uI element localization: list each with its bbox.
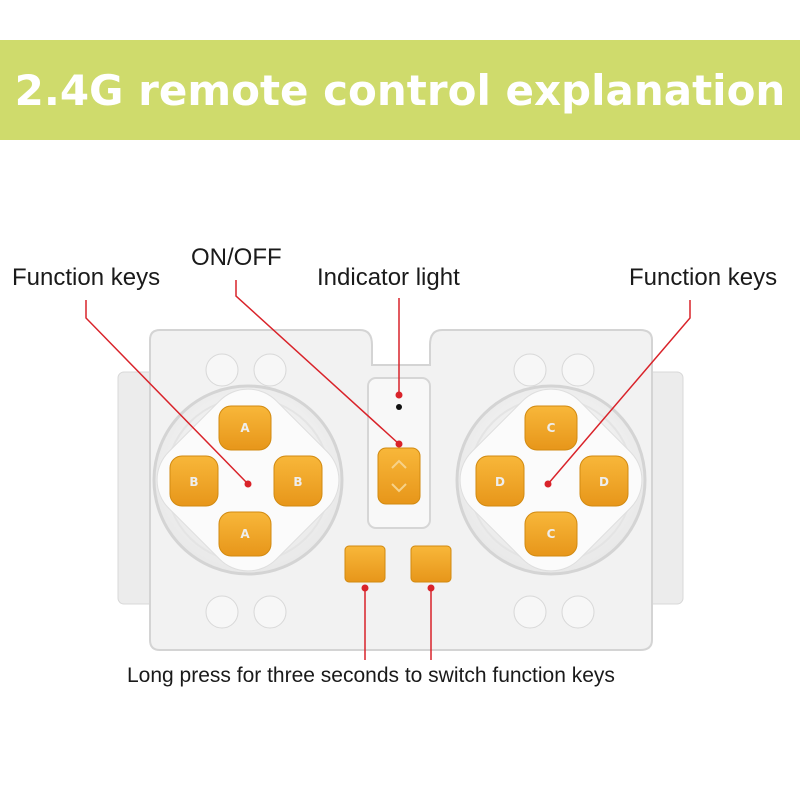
- key-letter: D: [599, 475, 609, 489]
- key-left-left[interactable]: B: [169, 455, 219, 507]
- label-on-off: ON/OFF: [191, 244, 282, 271]
- key-letter: A: [240, 421, 250, 435]
- leader-lines: [85, 280, 691, 660]
- switch-button-left[interactable]: [344, 545, 386, 583]
- leader-line-function-left: [85, 300, 249, 485]
- key-letter: A: [240, 527, 250, 541]
- switch-button-right[interactable]: [410, 545, 452, 583]
- leader-line-function-right: [547, 300, 691, 485]
- key-right-bottom[interactable]: C: [524, 511, 578, 557]
- key-letter: D: [495, 475, 505, 489]
- indicator-light: [396, 404, 402, 410]
- key-left-top[interactable]: A: [218, 405, 272, 451]
- label-function-keys-left: Function keys: [12, 264, 161, 291]
- banner-title: 2.4G remote control explanation: [14, 65, 786, 115]
- left-function-pad: [152, 384, 344, 576]
- center-panel: [367, 377, 431, 529]
- key-right-right[interactable]: D: [579, 455, 629, 507]
- key-right-top[interactable]: C: [524, 405, 578, 451]
- key-letter: C: [547, 527, 556, 541]
- key-letter: B: [189, 475, 198, 489]
- on-off-switch[interactable]: [377, 447, 421, 505]
- leader-dots: [244, 391, 552, 592]
- key-letter: C: [547, 421, 556, 435]
- key-left-right[interactable]: B: [273, 455, 323, 507]
- label-long-press: Long press for three seconds to switch f…: [127, 664, 615, 687]
- key-right-left[interactable]: D: [475, 455, 525, 507]
- leader-line-on-off: [235, 280, 400, 445]
- label-function-keys-right: Function keys: [629, 264, 778, 291]
- key-letter: B: [293, 475, 302, 489]
- label-indicator-light: Indicator light: [317, 264, 460, 291]
- title-banner: 2.4G remote control explanation: [0, 40, 800, 140]
- key-left-bottom[interactable]: A: [218, 511, 272, 557]
